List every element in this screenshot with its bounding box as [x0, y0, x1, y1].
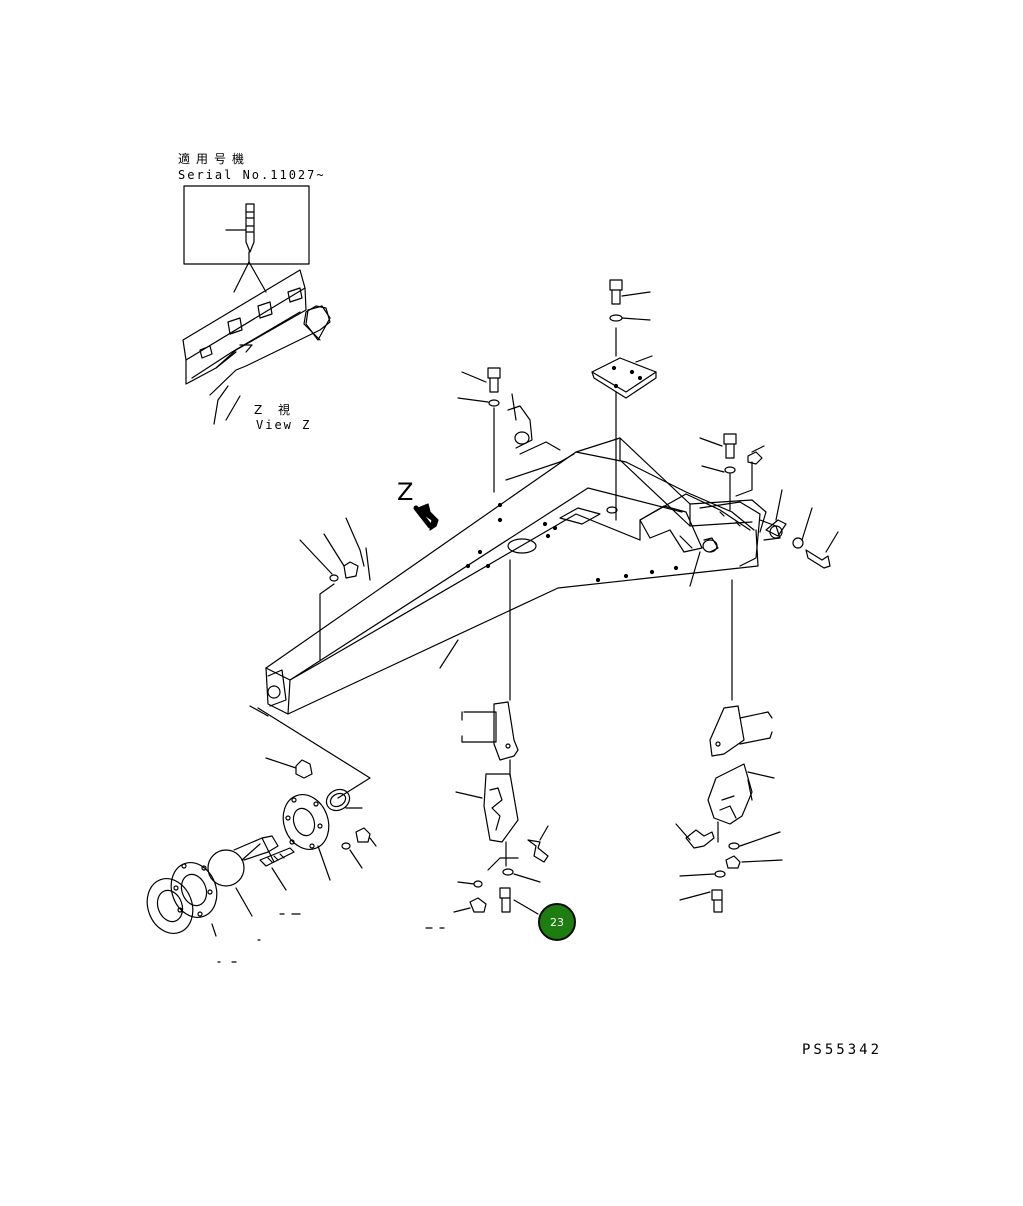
right-bracket-assembly — [675, 705, 783, 913]
z-view-arrow — [413, 503, 439, 531]
ball-joint-assembly — [146, 705, 377, 963]
view-z-label: View Z — [256, 418, 312, 432]
part-hotspot-23[interactable]: 23 — [538, 903, 576, 941]
view-z-inset — [182, 185, 331, 425]
top-fasteners — [457, 279, 839, 587]
center-lines — [509, 559, 733, 701]
arm-left-fasteners — [299, 517, 459, 669]
main-frame — [265, 405, 783, 715]
left-bracket-assembly — [425, 701, 549, 929]
view-z-label-jp: Z 視 — [254, 403, 297, 417]
drawing-code: PS55342 — [802, 1042, 883, 1058]
z-direction-marker: Z — [397, 478, 414, 506]
serial-applicability-label-jp: 適用号機 — [178, 152, 251, 166]
part-hotspot-label: 23 — [550, 915, 564, 929]
serial-number-label: Serial No.11027~ — [178, 168, 326, 182]
